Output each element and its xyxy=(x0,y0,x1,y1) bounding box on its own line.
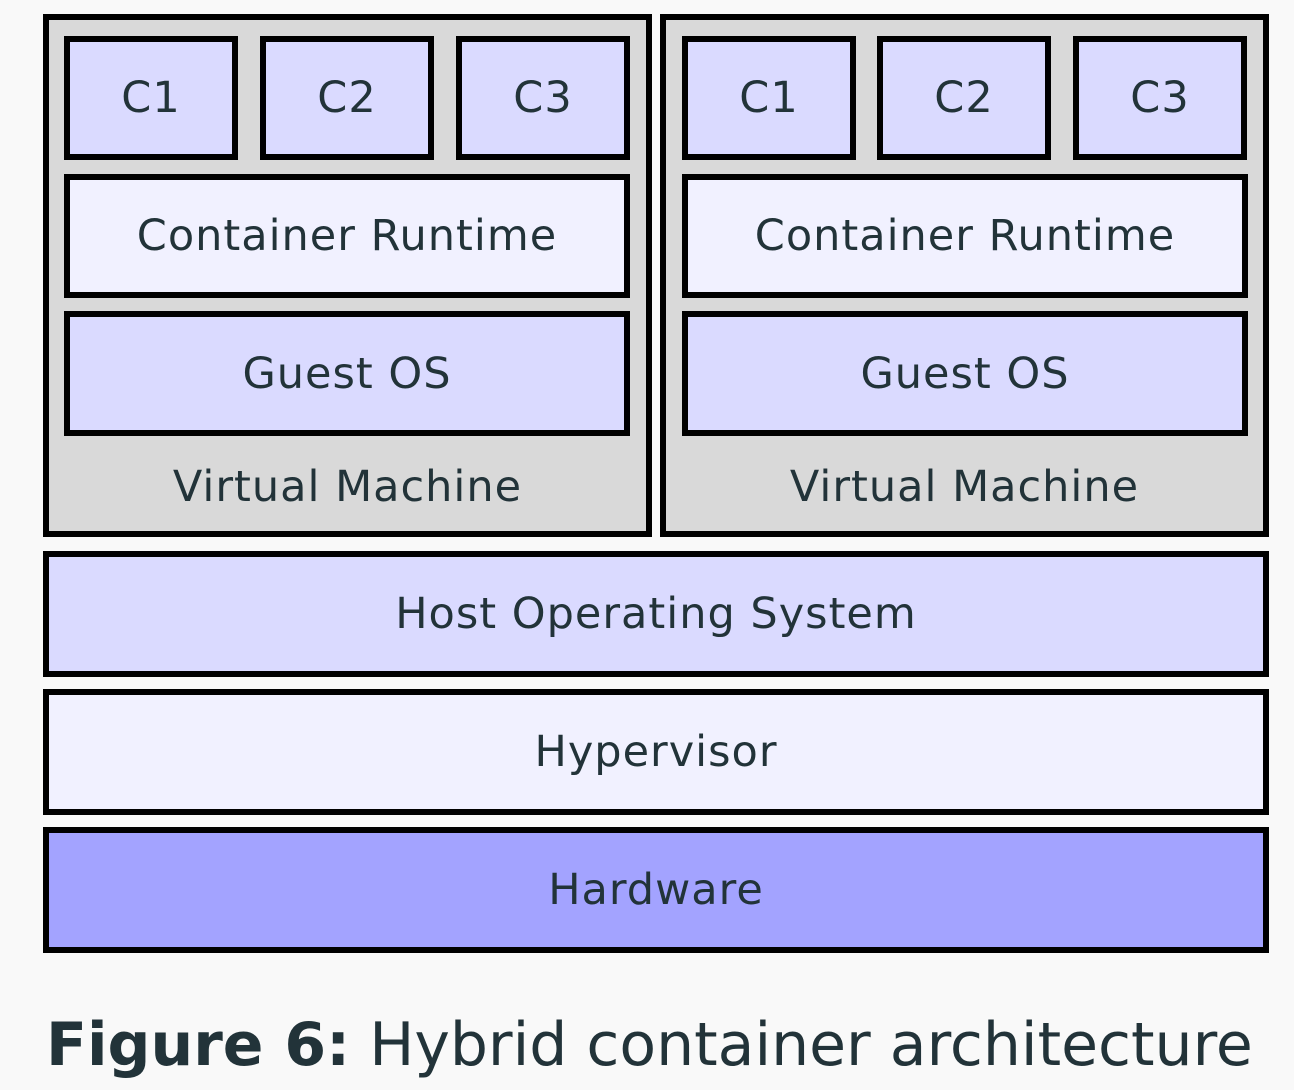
container-c1: C1 xyxy=(682,36,856,160)
hardware: Hardware xyxy=(43,827,1269,953)
container-runtime: Container Runtime xyxy=(64,174,630,298)
container-c3: C3 xyxy=(456,36,630,160)
container-runtime: Container Runtime xyxy=(682,174,1248,298)
container-c2: C2 xyxy=(877,36,1051,160)
host-operating-system: Host Operating System xyxy=(43,551,1269,677)
figure-caption-text: Hybrid container architecture xyxy=(369,1010,1253,1080)
figure-number: Figure 6: xyxy=(46,1010,351,1080)
hypervisor: Hypervisor xyxy=(43,689,1269,815)
guest-os: Guest OS xyxy=(682,311,1248,436)
container-c3: C3 xyxy=(1073,36,1247,160)
guest-os: Guest OS xyxy=(64,311,630,436)
vm-label: Virtual Machine xyxy=(172,462,523,512)
container-c2: C2 xyxy=(260,36,434,160)
vm-label: Virtual Machine xyxy=(789,462,1140,512)
container-c1: C1 xyxy=(64,36,238,160)
figure-caption: Figure 6: Hybrid container architecture xyxy=(46,1002,1253,1088)
